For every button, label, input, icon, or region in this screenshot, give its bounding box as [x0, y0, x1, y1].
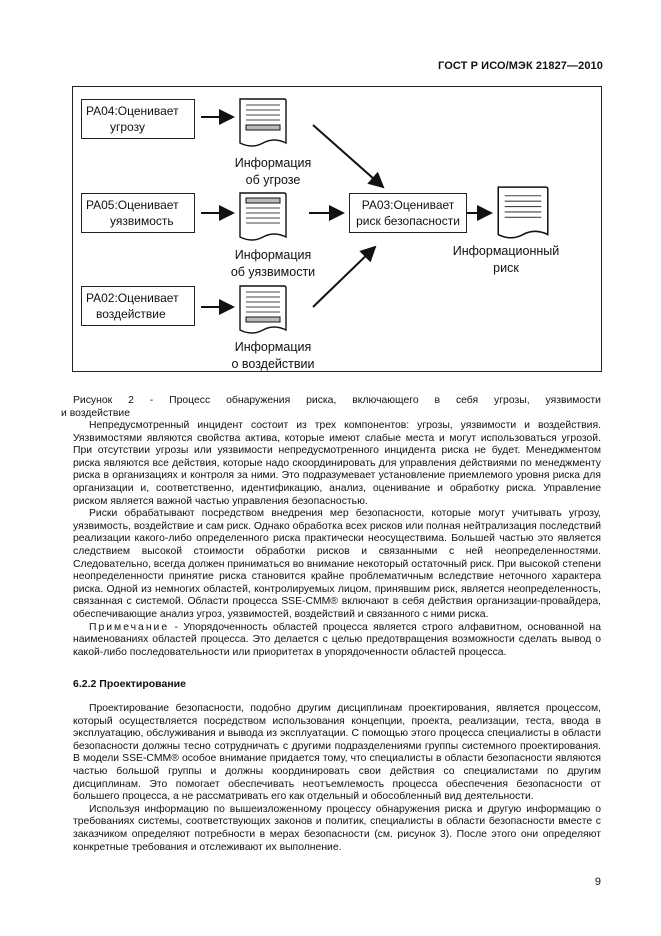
vuln-info-document-icon: [239, 192, 287, 241]
threat-info-document-icon: [239, 98, 287, 147]
pa05-line1: PA05:Оценивает: [86, 198, 179, 212]
vuln-info-line2: об уязвимости: [230, 265, 316, 279]
vuln-info-line1: Информация: [234, 248, 312, 262]
document-header: ГОСТ Р ИСО/МЭК 21827—2010: [438, 60, 603, 72]
threat-info-label: Информация об угрозе: [223, 155, 323, 189]
pa02-line1: PA02:Оценивает: [86, 291, 179, 305]
paragraph-incident: Непредусмотренный инцидент состоит из тр…: [73, 420, 601, 507]
risk-info-label: Информационный риск: [443, 243, 569, 277]
pa05-line2: уязвимость: [110, 214, 174, 228]
body-text-block-2: Проектирование безопасности, подобно дру…: [73, 703, 601, 854]
pa04-box: PA04:Оценивает угрозу: [81, 99, 195, 139]
impact-info-line2: о воздействии: [231, 357, 315, 371]
page-number: 9: [594, 876, 601, 888]
body-text-block-1: Непредусмотренный инцидент состоит из тр…: [73, 420, 601, 659]
risk-process-figure: PA04:Оценивает угрозу PA05:Оценивает уяз…: [72, 86, 602, 372]
pa04-line2: угрозу: [110, 120, 145, 134]
paragraph-risk-treatment: Риски обрабатывают посредством внедрения…: [73, 508, 601, 620]
risk-info-document-icon: [497, 186, 549, 239]
figure-arrows: [201, 109, 493, 315]
impact-info-line1: Информация: [234, 340, 312, 354]
caption-line1: Рисунок 2 - Процесс обнаружения риска, в…: [73, 395, 601, 406]
pa03-line1: PA03:Оценивает: [361, 198, 455, 212]
threat-info-line2: об угрозе: [245, 173, 301, 187]
note-text: - Упорядоченность областей процесса явля…: [73, 621, 601, 658]
paragraph-security-engineering: Проектирование безопасности, подобно дру…: [73, 703, 601, 803]
section-title: 6.2.2 Проектирование: [73, 678, 186, 690]
figure-caption: Рисунок 2 - Процесс обнаружения риска, в…: [61, 395, 601, 420]
risk-info-line2: риск: [493, 261, 519, 275]
pa04-line1: PA04:Оценивает: [86, 104, 179, 118]
pa05-box: PA05:Оценивает уязвимость: [81, 193, 195, 233]
vuln-info-label: Информация об уязвимости: [218, 247, 328, 281]
arrow-impact-info-to-pa03: [312, 245, 377, 308]
pa02-box: PA02:Оценивает воздействие: [81, 286, 195, 326]
impact-info-label: Информация о воздействии: [218, 339, 328, 373]
paragraph-requirements: Используя информацию по вышеизложенному …: [73, 803, 601, 853]
pa03-box: PA03:Оценивает риск безопасности: [349, 193, 467, 233]
note-label: Примечание: [89, 621, 170, 633]
arrow-threat-info-to-pa03: [312, 124, 385, 189]
pa02-line2: воздействие: [96, 307, 166, 321]
caption-line2: и воздействие: [61, 407, 130, 419]
pa03-line2: риск безопасности: [356, 214, 460, 228]
risk-info-line1: Информационный: [452, 244, 560, 258]
threat-info-line1: Информация: [234, 156, 312, 170]
impact-info-document-icon: [239, 285, 287, 334]
paragraph-note: Примечание - Упорядоченность областей пр…: [73, 622, 601, 660]
